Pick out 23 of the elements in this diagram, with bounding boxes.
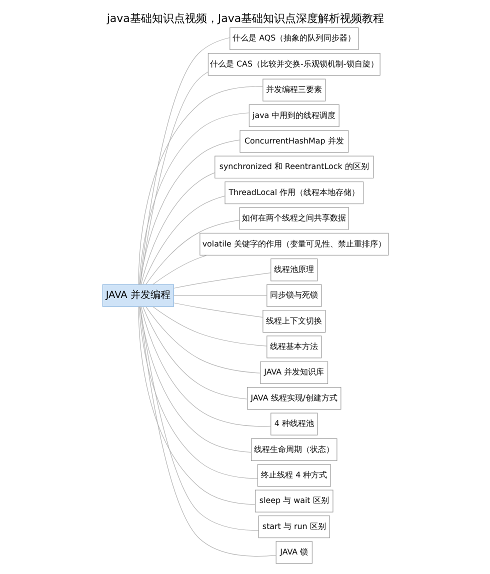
connector [152, 254, 208, 285]
connector [139, 72, 208, 285]
connector [172, 302, 263, 318]
connector [138, 306, 258, 479]
diagram-title: java基础知识点视频，Java基础知识点深度解析视频教程 [106, 12, 384, 25]
connector [138, 306, 255, 505]
connector [139, 37, 230, 285]
connector [138, 86, 263, 285]
connector [172, 272, 271, 289]
connector [138, 112, 249, 285]
connector [139, 306, 251, 453]
connector [140, 306, 271, 427]
connector [172, 295, 267, 296]
connector [140, 172, 215, 285]
connector [142, 306, 247, 400]
connector [139, 306, 258, 531]
connector [139, 306, 276, 557]
connector [152, 306, 267, 346]
connector [145, 306, 260, 374]
connector [145, 220, 240, 285]
node-box: JAVA 并发编程 [102, 284, 174, 307]
connector [142, 196, 225, 285]
connector [139, 140, 240, 285]
